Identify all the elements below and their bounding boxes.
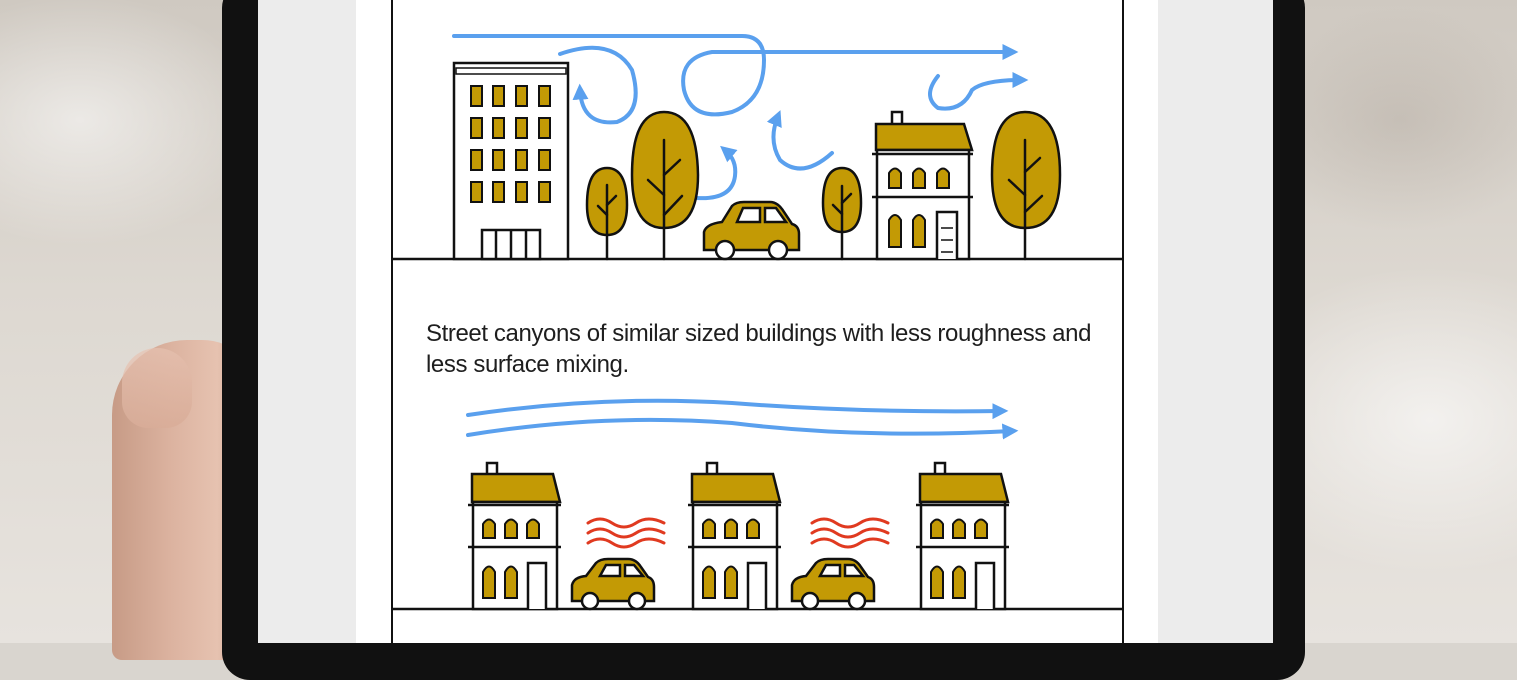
car-1 [570,557,656,611]
car [702,200,801,261]
townhouse-3 [916,461,1010,611]
wind-arrows [452,34,1029,201]
illustration-frame [391,0,1124,643]
mixed-buildings-illustration [392,34,1124,261]
car-2 [790,557,876,611]
townhouse-1 [468,461,562,611]
illustration-caption: Street canyons of similar sized building… [426,320,1092,378]
trees [585,110,1062,261]
wind-arrows [466,398,1019,440]
townhouse [872,110,974,261]
street-canyon-illustration [392,398,1124,611]
townhouse-2 [688,461,782,611]
thumbnail [122,348,192,428]
heat-waves [586,517,890,549]
office-building [452,61,570,261]
